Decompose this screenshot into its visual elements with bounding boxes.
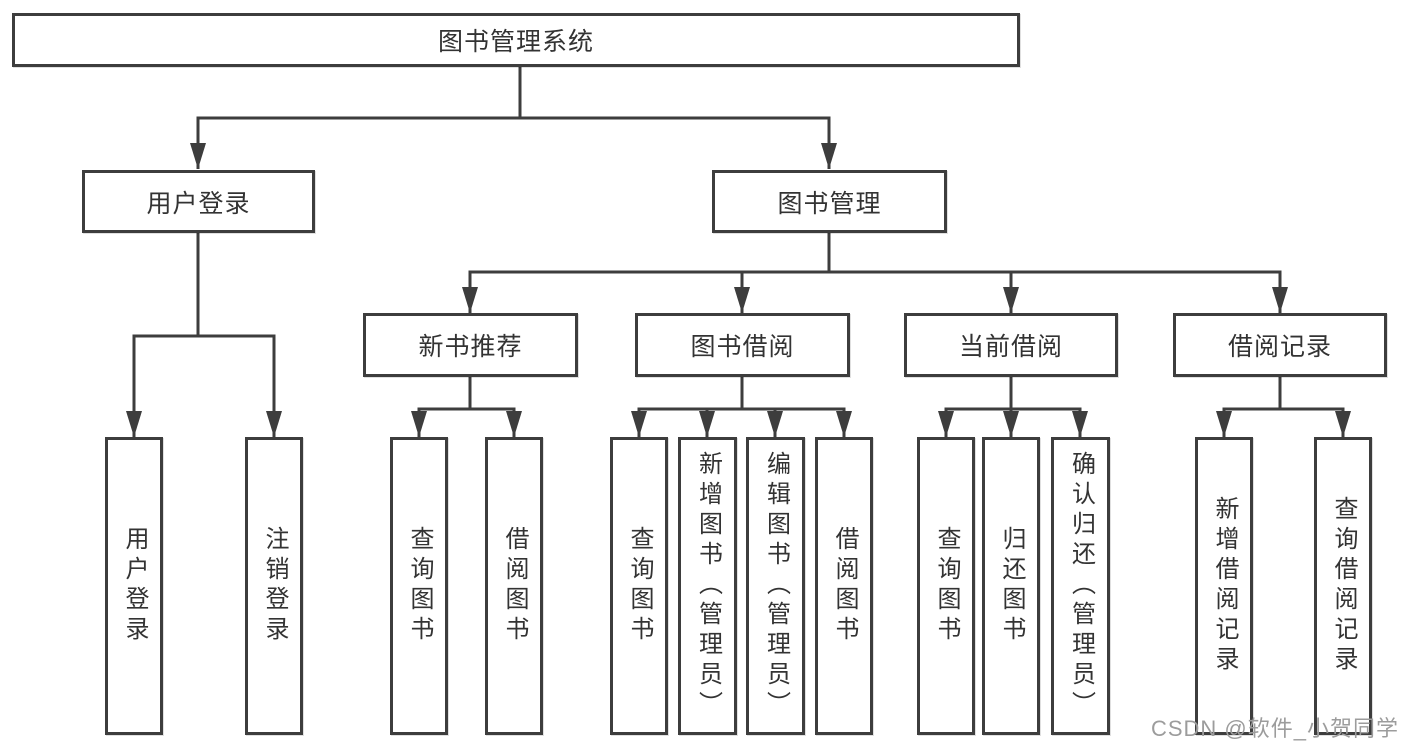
node-book-borrowing: 图书借阅: [635, 313, 850, 377]
leaf-current-return-book: 归还图书: [982, 437, 1040, 735]
arrowheads: [126, 143, 1351, 437]
connector-borrow-to-leaves: [637, 377, 846, 437]
connector-userlogin-to-leaves: [132, 233, 276, 437]
connector-recommend-to-leaves: [417, 377, 516, 437]
leaf-recommend-query-book: 查询图书: [390, 437, 448, 735]
leaf-borrow-query-book: 查询图书: [610, 437, 668, 735]
csdn-watermark: CSDN @软件_小贺同学: [1150, 716, 1399, 741]
node-new-book-recommend: 新书推荐: [363, 313, 578, 377]
leaf-user-login: 用户登录: [105, 437, 163, 735]
node-book-management: 图书管理: [712, 170, 947, 233]
leaf-current-query-book: 查询图书: [917, 437, 975, 735]
node-library-system: 图书管理系统: [12, 13, 1020, 67]
leaf-records-add-record: 新增借阅记录: [1195, 437, 1253, 735]
node-current-borrowing: 当前借阅: [904, 313, 1118, 377]
leaf-recommend-borrow-book: 借阅图书: [485, 437, 543, 735]
connector-bookmgmt-to-level3: [468, 233, 1282, 313]
leaf-current-confirm-return-admin: 确认归还（管理员）: [1051, 437, 1110, 735]
leaf-borrow-edit-book-admin: 编辑图书（管理员）: [746, 437, 805, 735]
connector-records-to-leaves: [1222, 377, 1345, 437]
leaf-logout: 注销登录: [245, 437, 303, 735]
node-user-login: 用户登录: [82, 170, 315, 233]
connector-root-to-level2: [196, 67, 831, 169]
leaf-borrow-add-book-admin: 新增图书（管理员）: [678, 437, 737, 735]
node-borrowing-records: 借阅记录: [1173, 313, 1387, 377]
leaf-borrow-borrow-book: 借阅图书: [815, 437, 873, 735]
leaf-records-query-record: 查询借阅记录: [1314, 437, 1372, 735]
